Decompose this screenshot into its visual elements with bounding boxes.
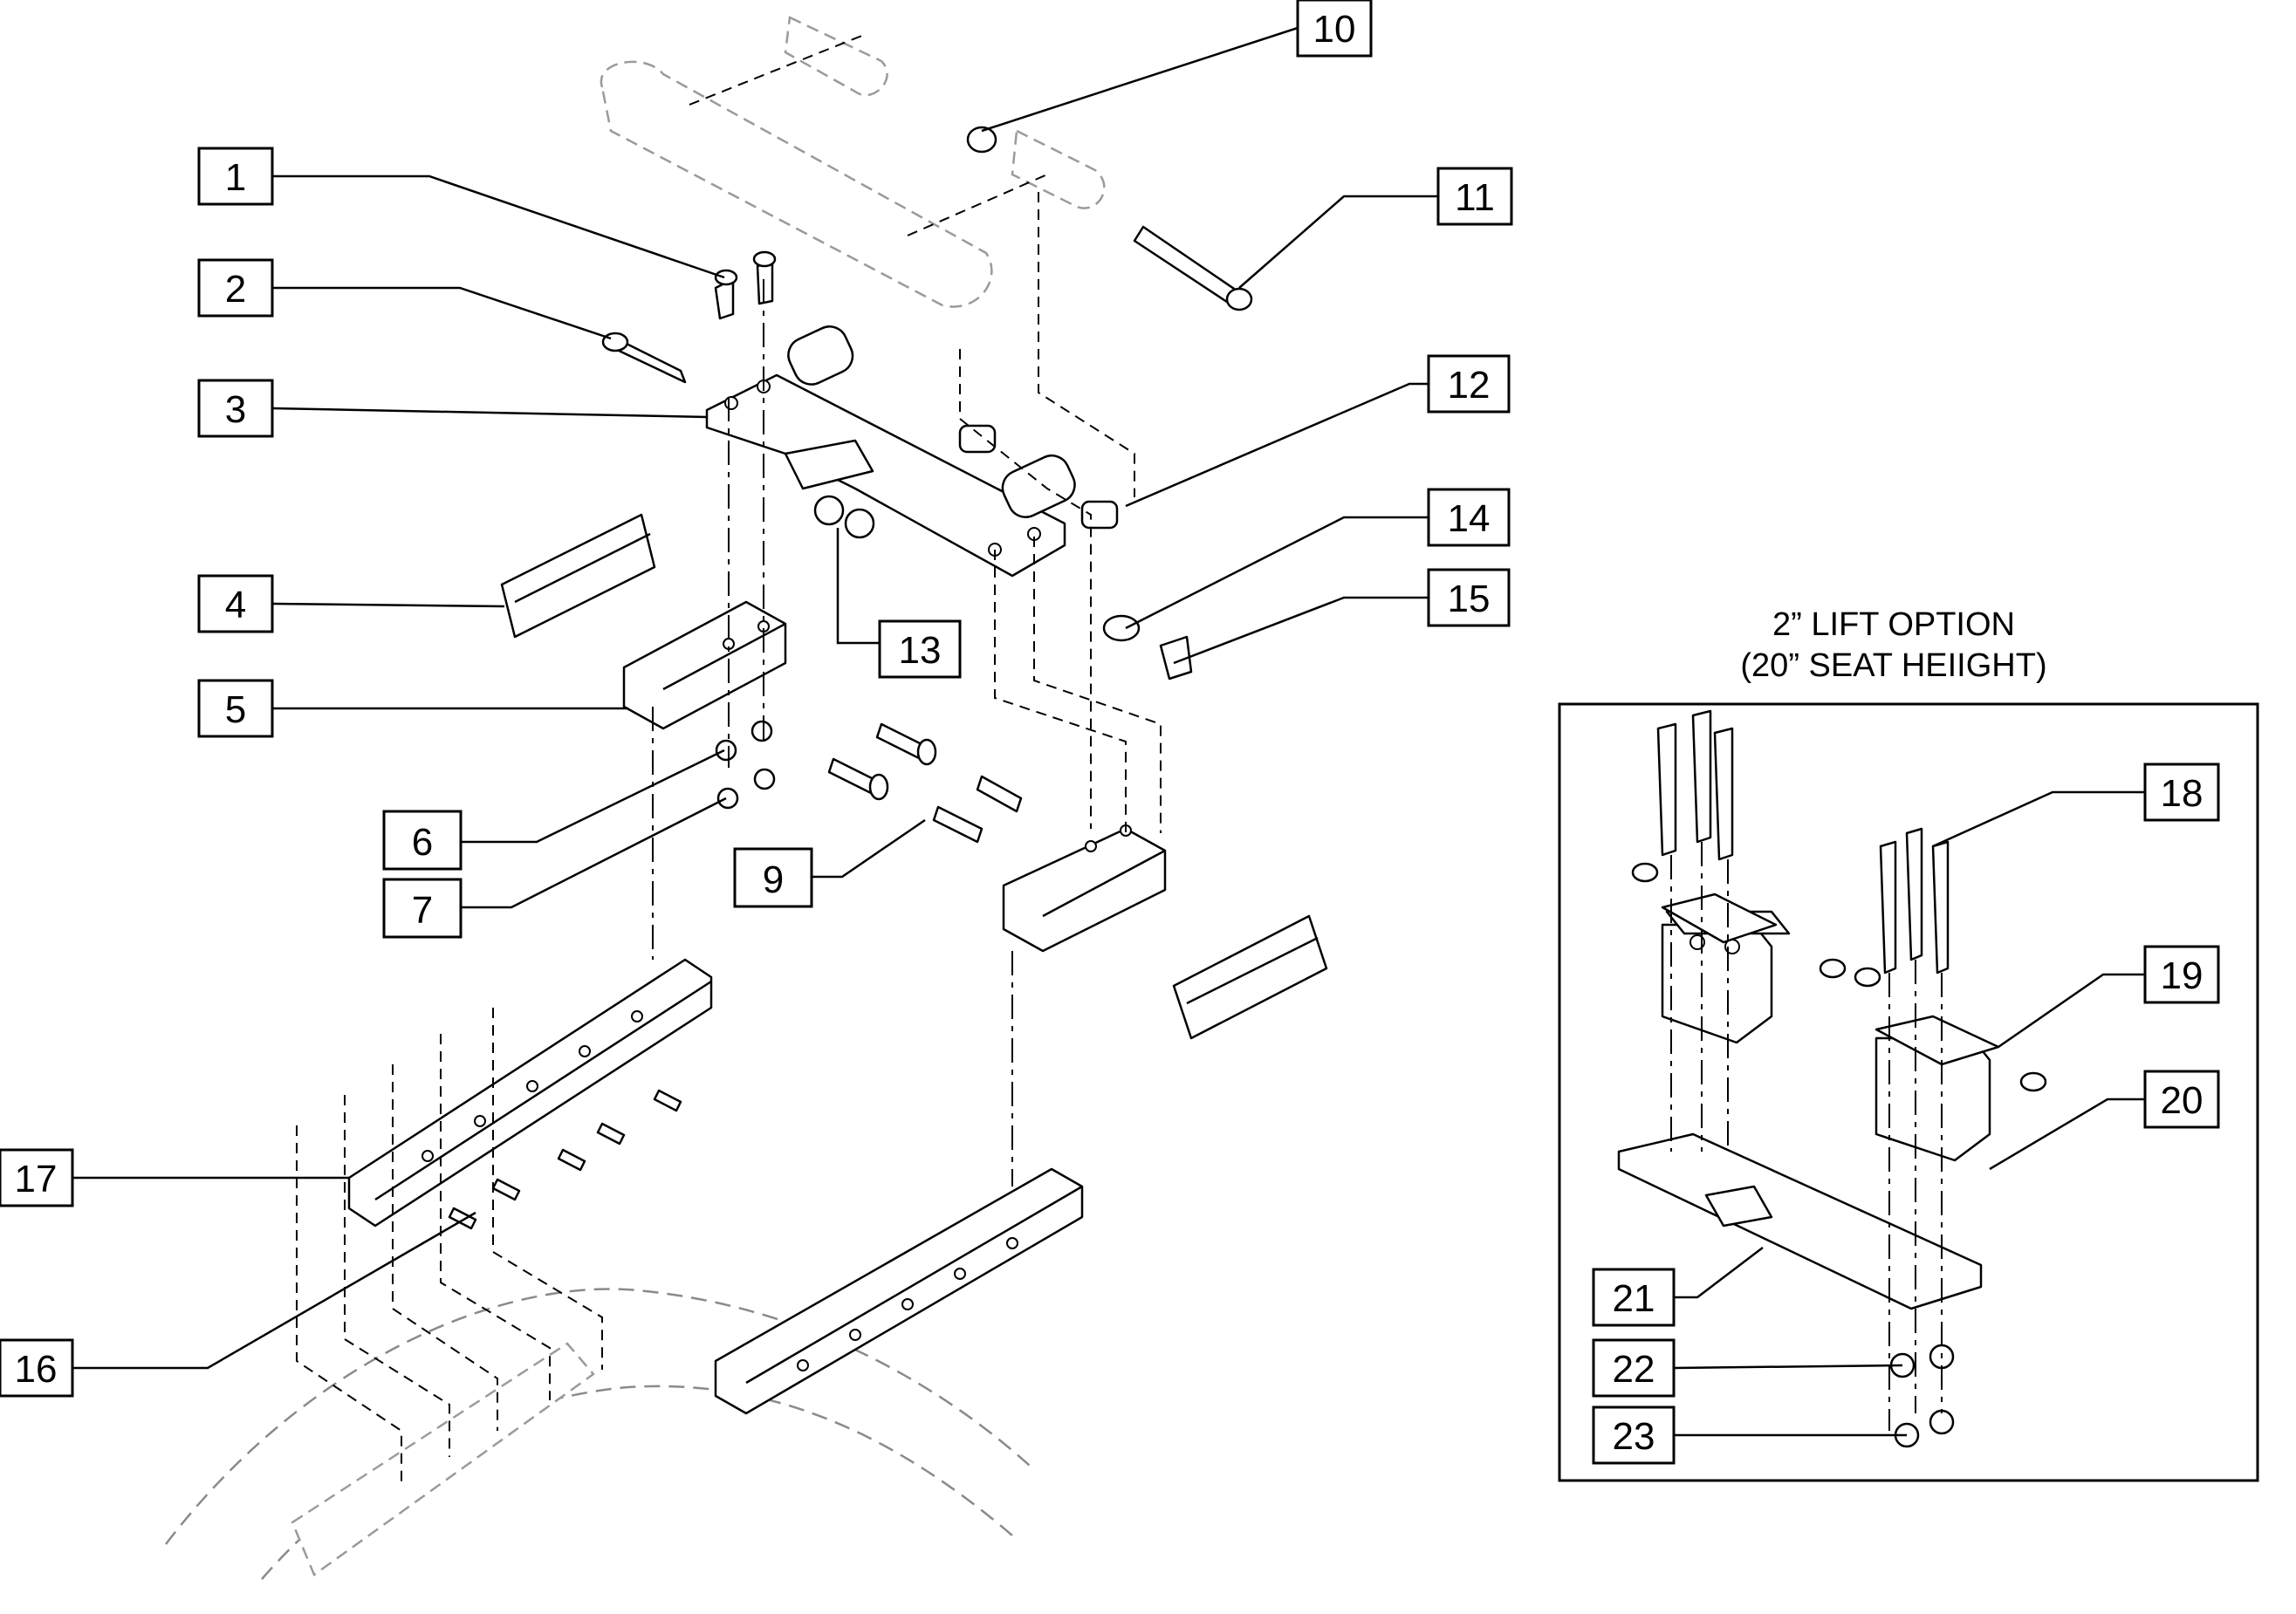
callout-11: 11 xyxy=(1436,167,1513,226)
callout-5: 5 xyxy=(197,679,274,738)
svg-text:5: 5 xyxy=(225,688,246,731)
callout-21: 21 xyxy=(1592,1268,1676,1327)
svg-text:15: 15 xyxy=(1448,578,1491,620)
svg-text:20: 20 xyxy=(2161,1079,2203,1122)
svg-text:7: 7 xyxy=(412,889,433,932)
callout-23: 23 xyxy=(1592,1405,1676,1465)
lower-rail xyxy=(714,1167,1084,1415)
stepped-outlines xyxy=(296,192,1162,1483)
callout-16: 16 xyxy=(0,1338,74,1398)
lift-option-parts xyxy=(1617,709,2047,1448)
svg-text:12: 12 xyxy=(1448,364,1491,407)
callout-12: 12 xyxy=(1427,354,1511,414)
svg-text:17: 17 xyxy=(15,1158,58,1200)
middle-hardware xyxy=(715,720,1023,844)
upper-hardware xyxy=(601,126,1253,680)
callout-15: 15 xyxy=(1427,568,1511,627)
callout-17: 17 xyxy=(0,1148,74,1207)
callout-18: 18 xyxy=(2143,763,2220,822)
svg-text:1: 1 xyxy=(225,156,246,199)
callout-6: 6 xyxy=(382,810,463,871)
lift-option-frame xyxy=(1558,702,2259,1482)
svg-text:6: 6 xyxy=(412,821,433,864)
clamp-block-left xyxy=(500,513,787,730)
svg-text:2: 2 xyxy=(225,268,246,311)
lift-option-title: 2” LIFT OPTION xyxy=(1772,606,2015,643)
svg-text:21: 21 xyxy=(1613,1277,1655,1320)
callout-22: 22 xyxy=(1592,1338,1676,1398)
svg-text:9: 9 xyxy=(763,858,784,901)
svg-text:19: 19 xyxy=(2161,954,2203,997)
svg-text:23: 23 xyxy=(1613,1415,1655,1458)
callout-19: 19 xyxy=(2143,945,2220,1004)
callout-4: 4 xyxy=(197,574,274,633)
callout-7: 7 xyxy=(382,878,463,939)
clamp-block-right xyxy=(1002,824,1328,1040)
svg-text:22: 22 xyxy=(1613,1348,1655,1391)
callout-13: 13 xyxy=(878,619,962,679)
callout-3: 3 xyxy=(197,379,274,438)
phantom-seat-frame xyxy=(165,16,1106,1580)
leader-lines xyxy=(72,26,2145,1437)
svg-text:10: 10 xyxy=(1313,8,1356,51)
callout-2: 2 xyxy=(197,258,274,318)
svg-text:16: 16 xyxy=(15,1348,58,1391)
callout-20: 20 xyxy=(2143,1070,2220,1129)
svg-text:4: 4 xyxy=(225,584,246,626)
lift-option-subtitle: (20” SEAT HEIIGHT) xyxy=(1740,647,2046,684)
svg-text:13: 13 xyxy=(899,629,942,672)
channel-rail xyxy=(347,958,713,1230)
svg-text:18: 18 xyxy=(2161,772,2203,815)
callout-1: 1 xyxy=(197,147,274,206)
svg-text:3: 3 xyxy=(225,388,246,431)
callout-10: 10 xyxy=(1296,0,1373,58)
callout-14: 14 xyxy=(1427,488,1511,547)
callout-9: 9 xyxy=(733,847,813,908)
svg-text:14: 14 xyxy=(1448,497,1491,540)
svg-text:11: 11 xyxy=(1455,176,1495,219)
